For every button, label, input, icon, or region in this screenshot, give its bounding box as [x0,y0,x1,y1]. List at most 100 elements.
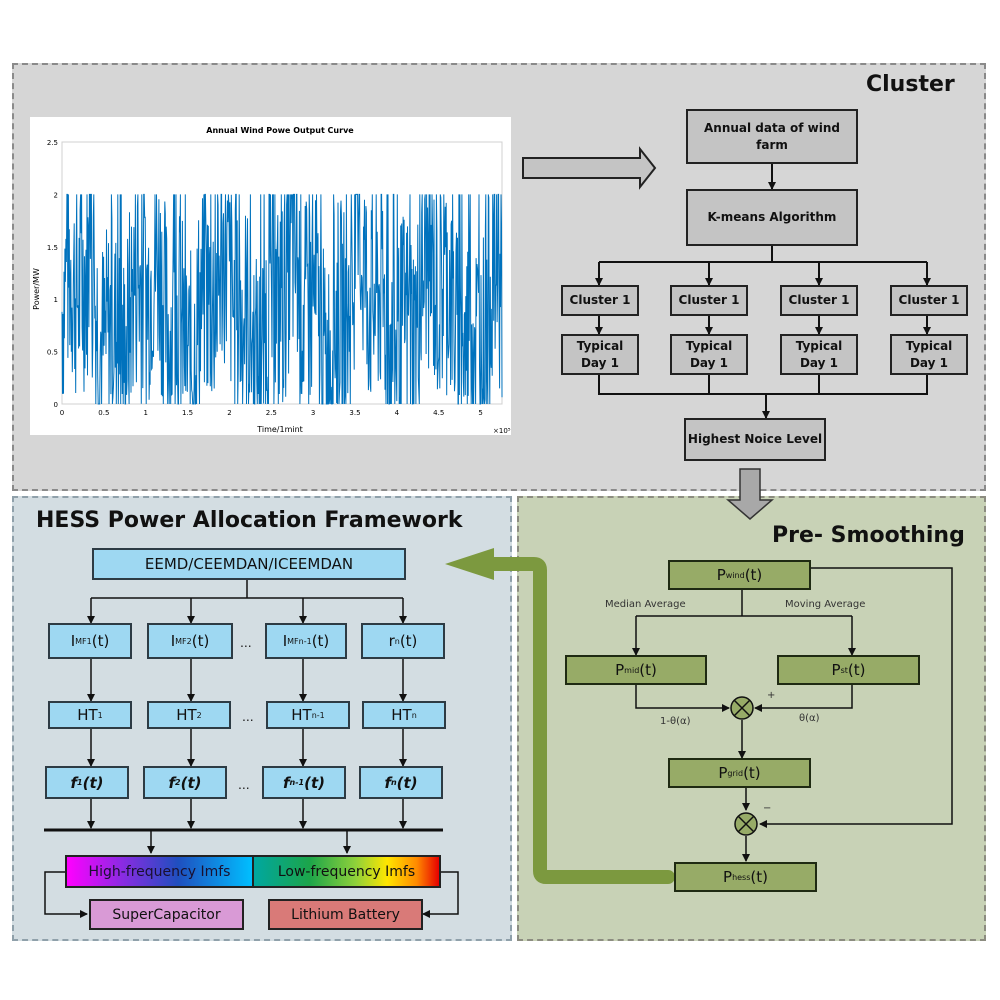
p-hess-sub: hess [732,872,751,882]
weight-left-label: 1-θ(α) [660,716,691,727]
pre-smoothing-title: Pre- Smoothing [772,523,965,548]
chart-y-tick: 0 [54,401,58,409]
p-moving-tail: (t) [847,661,866,679]
chart-x-tick: 5 [478,409,482,417]
residual-tail: (t) [399,632,418,650]
freq-ellipsis: ... [238,776,250,792]
high-frequency-imfs-box: High-frequency Imfs [65,855,253,888]
residual-base: r [388,632,395,650]
freq-2-tail: (t) [180,773,202,792]
ht-2-sub: 2 [196,710,202,720]
imf-ellipsis: ... [240,634,252,650]
freq-n-base: f [384,773,391,792]
annual-data-box: Annual data of wind farm [686,109,858,164]
imf-n-1-sub: MFn-1 [287,636,312,646]
chart-x-tick: 3 [311,409,315,417]
cluster-title: Cluster [866,72,955,97]
freq-2-base: f [168,773,176,792]
lithium-battery-box: Lithium Battery [268,899,423,930]
decomposition-box: EEMD/CEEMDAN/ICEEMDAN [92,548,406,580]
freq-n-1-base: f [282,773,290,792]
imf-n-1-base: I [282,632,288,650]
plus-sign: + [767,690,776,701]
p-grid-base: P [718,764,728,782]
wind-power-chart: Annual Wind Powe Output Curve Power/MW T… [30,117,511,435]
highest-noise-box: Highest Noice Level [684,418,826,461]
residual-sub: n [394,636,400,646]
freq-n-sub: n [390,778,397,787]
kmeans-box: K-means Algorithm [686,189,858,246]
ht-n-1-base: HT [291,706,312,724]
ht-n-1-sub: n-1 [311,710,325,720]
ht-ellipsis: ... [242,708,254,724]
chart-x-tick: 1 [143,409,147,417]
freq-n-tail: (t) [396,773,418,792]
imf-1-tail: (t) [91,632,110,650]
imf-2-tail: (t) [191,632,210,650]
chart-y-tick: 2.5 [47,139,58,147]
chart-x-multiplier: ×10⁵ [493,427,511,435]
imf-n-1-tail: (t) [311,632,330,650]
chart-series-line [61,193,503,405]
p-wind-sub: wind [725,570,745,580]
p-mid-sub: mid [624,665,640,675]
weight-right-label: θ(α) [799,713,820,724]
chart-y-tick: 1.5 [47,244,58,252]
p-grid-tail: (t) [743,764,761,782]
freq-2-sub: 2 [175,778,181,787]
p-mid-base: P [615,661,625,679]
freq-1-tail: (t) [82,773,104,792]
imf-1-sub: MF1 [75,636,92,646]
p-moving-sub: st [840,665,848,675]
chart-x-tick: 1.5 [182,409,193,417]
typical-day-box-4: Typical Day 1 [890,334,968,375]
moving-average-label: Moving Average [785,599,866,610]
imf-2-base: I [170,632,176,650]
imf-2-sub: MF2 [175,636,192,646]
freq-n-1-sub: n-1 [289,778,305,787]
ht-n-base: HT [391,706,412,724]
chart-x-tick: 4 [395,409,400,417]
freq-1-sub: 1 [77,778,83,787]
p-moving-base: P [831,661,841,679]
chart-x-label: Time/1mint [256,425,303,434]
p-grid-sub: grid [727,768,744,778]
cluster-box-3: Cluster 1 [780,285,858,316]
chart-x-tick: 0 [60,409,64,417]
supercapacitor-box: SuperCapacitor [89,899,244,930]
ht-1-base: HT [77,706,98,724]
chart-title: Annual Wind Powe Output Curve [206,126,354,135]
median-average-label: Median Average [605,599,686,610]
p-hess-base: P [723,868,733,886]
ht-2-base: HT [176,706,197,724]
minus-sign: − [763,803,772,814]
p-mid-tail: (t) [639,661,657,679]
chart-x-tick: 3.5 [349,409,360,417]
p-wind-base: P [716,566,726,584]
low-frequency-imfs-box: Low-frequency Imfs [253,855,441,888]
hess-title: HESS Power Allocation Framework [36,508,463,533]
chart-x-tick: 4.5 [433,409,444,417]
chart-y-tick: 0.5 [47,349,58,357]
cluster-box-4: Cluster 1 [890,285,968,316]
chart-x-tick: 2.5 [266,409,277,417]
ht-1-sub: 1 [97,710,103,720]
p-hess-tail: (t) [750,868,768,886]
